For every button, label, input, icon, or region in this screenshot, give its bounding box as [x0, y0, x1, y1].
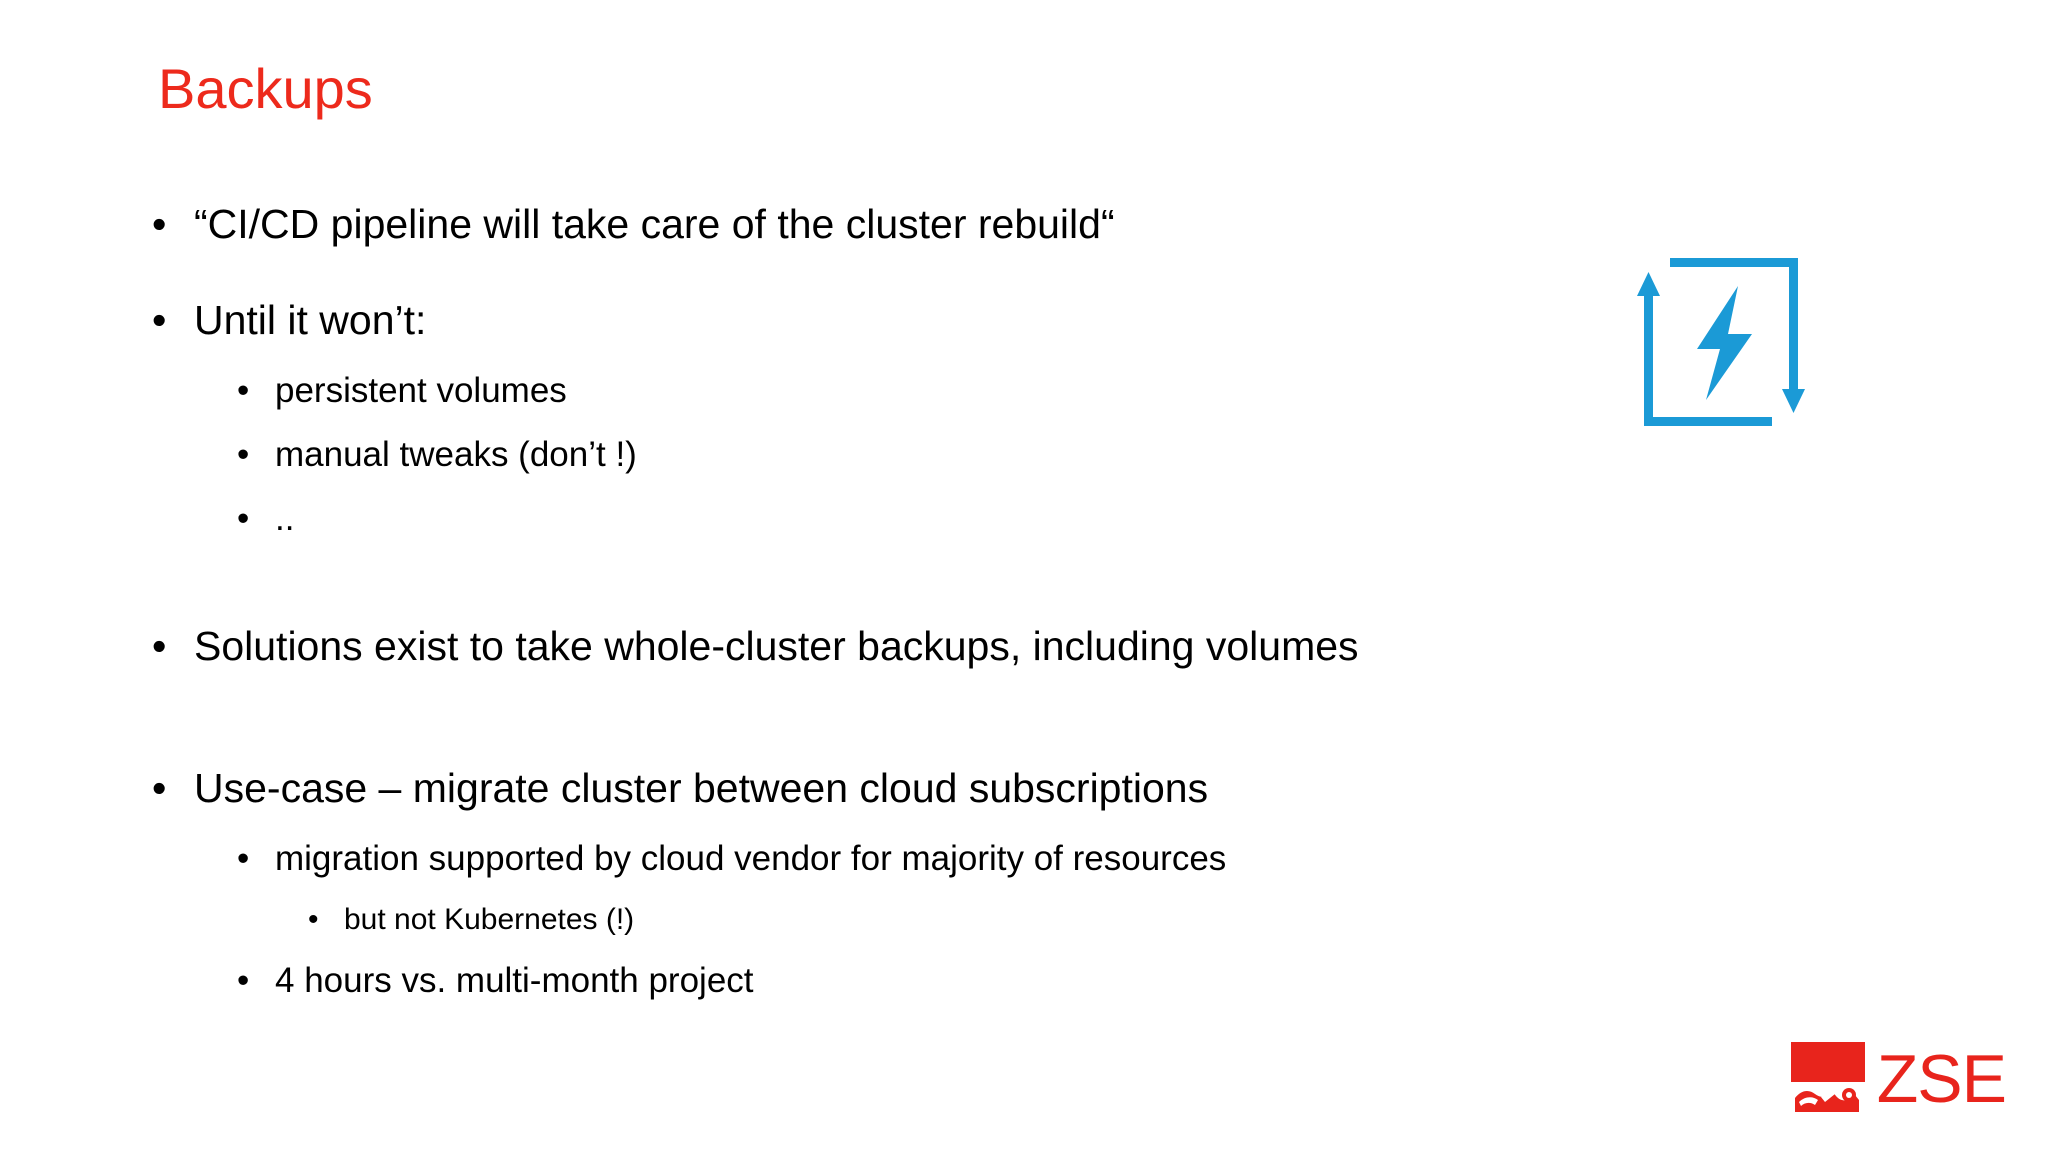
spacer [0, 263, 1600, 281]
bullet-item-4: • .. [0, 487, 1600, 551]
bullet-marker-icon: • [152, 765, 167, 811]
bullet-marker-icon: • [237, 371, 250, 410]
bullet-item-0: • “CI/CD pipeline will take care of the … [0, 185, 1600, 263]
bullet-item-5: • Solutions exist to take whole-cluster … [0, 607, 1600, 685]
bullet-item-7: • migration supported by cloud vendor fo… [0, 827, 1600, 891]
bullet-item-2: • persistent volumes [0, 359, 1600, 423]
bullet-item-1: • Until it won’t: [0, 281, 1600, 359]
bullet-marker-icon: • [237, 961, 250, 1000]
page-title: Backups [158, 57, 373, 120]
bullet-item-3: • manual tweaks (don’t !) [0, 423, 1600, 487]
bullet-text: .. [275, 499, 295, 538]
bullet-text: manual tweaks (don’t !) [275, 435, 637, 474]
bullet-marker-icon: • [308, 903, 319, 936]
bullet-marker-icon: • [237, 839, 250, 878]
spacer [0, 685, 1600, 749]
bullet-item-8: • but not Kubernetes (!) [0, 891, 1600, 949]
zse-wordmark: ZSE [1876, 1041, 2007, 1117]
zse-logo: ZSE [1790, 1041, 2007, 1117]
bullet-text: persistent volumes [275, 371, 567, 410]
bullet-marker-icon: • [152, 297, 167, 343]
bullet-marker-icon: • [152, 623, 167, 669]
bullet-marker-icon: • [237, 499, 250, 538]
bullet-text: Solutions exist to take whole-cluster ba… [194, 623, 1359, 669]
bullet-text: but not Kubernetes (!) [344, 903, 635, 936]
bullet-marker-icon: • [237, 435, 250, 474]
bullet-marker-icon: • [152, 201, 167, 247]
bullet-item-6: • Use-case – migrate cluster between clo… [0, 749, 1600, 827]
spacer [0, 551, 1600, 607]
bullet-text: migration supported by cloud vendor for … [275, 839, 1227, 878]
bullet-text: Use-case – migrate cluster between cloud… [194, 765, 1209, 811]
slide-body: • “CI/CD pipeline will take care of the … [0, 185, 1600, 1013]
bullet-text: “CI/CD pipeline will take care of the cl… [194, 201, 1115, 247]
refresh-lightning-icon [1634, 250, 1830, 435]
bullet-item-9: • 4 hours vs. multi-month project [0, 949, 1600, 1013]
bullet-text: Until it won’t: [194, 297, 427, 343]
zse-logo-mark-icon [1790, 1042, 1865, 1116]
bullet-text: 4 hours vs. multi-month project [275, 961, 754, 1000]
